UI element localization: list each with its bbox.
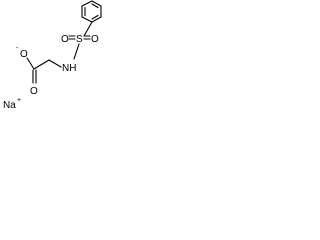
c-o-single-bond (26, 57, 35, 70)
ring-bond-6 (81, 0, 93, 7)
ring-bond-1 (91, 0, 102, 7)
sulfur-nitrogen-bond (73, 43, 80, 60)
sulfonyl-group: S O O (61, 34, 99, 45)
benzene-ring (81, 0, 102, 23)
ring-double-bond-1 (91, 3, 99, 9)
sulfur-label: S (76, 34, 83, 45)
chemical-structure: S O O NH O - O Na + (3, 0, 102, 111)
sodium-charge-label: + (17, 97, 21, 104)
ring-bond-4 (81, 16, 93, 23)
carboxylate-oxygen-label: O (20, 49, 28, 60)
ring-sulfur-bond (83, 21, 93, 37)
sodium-label: Na (3, 100, 16, 111)
nitrogen-ch2-bond (48, 59, 62, 68)
carbonyl-oxygen-label: O (30, 86, 38, 97)
sulfonyl-oxygen-left-label: O (61, 34, 69, 45)
ring-bond-3 (91, 16, 102, 23)
ch2-carbon-bond (33, 59, 50, 70)
ring-double-bond-2 (91, 14, 99, 20)
carboxylate-group: O - O (16, 45, 38, 97)
amine-label: NH (62, 63, 76, 74)
carboxylate-charge-label: - (16, 45, 19, 52)
sulfonyl-oxygen-right-label: O (91, 34, 99, 45)
sodium-counterion: Na + (3, 97, 21, 111)
